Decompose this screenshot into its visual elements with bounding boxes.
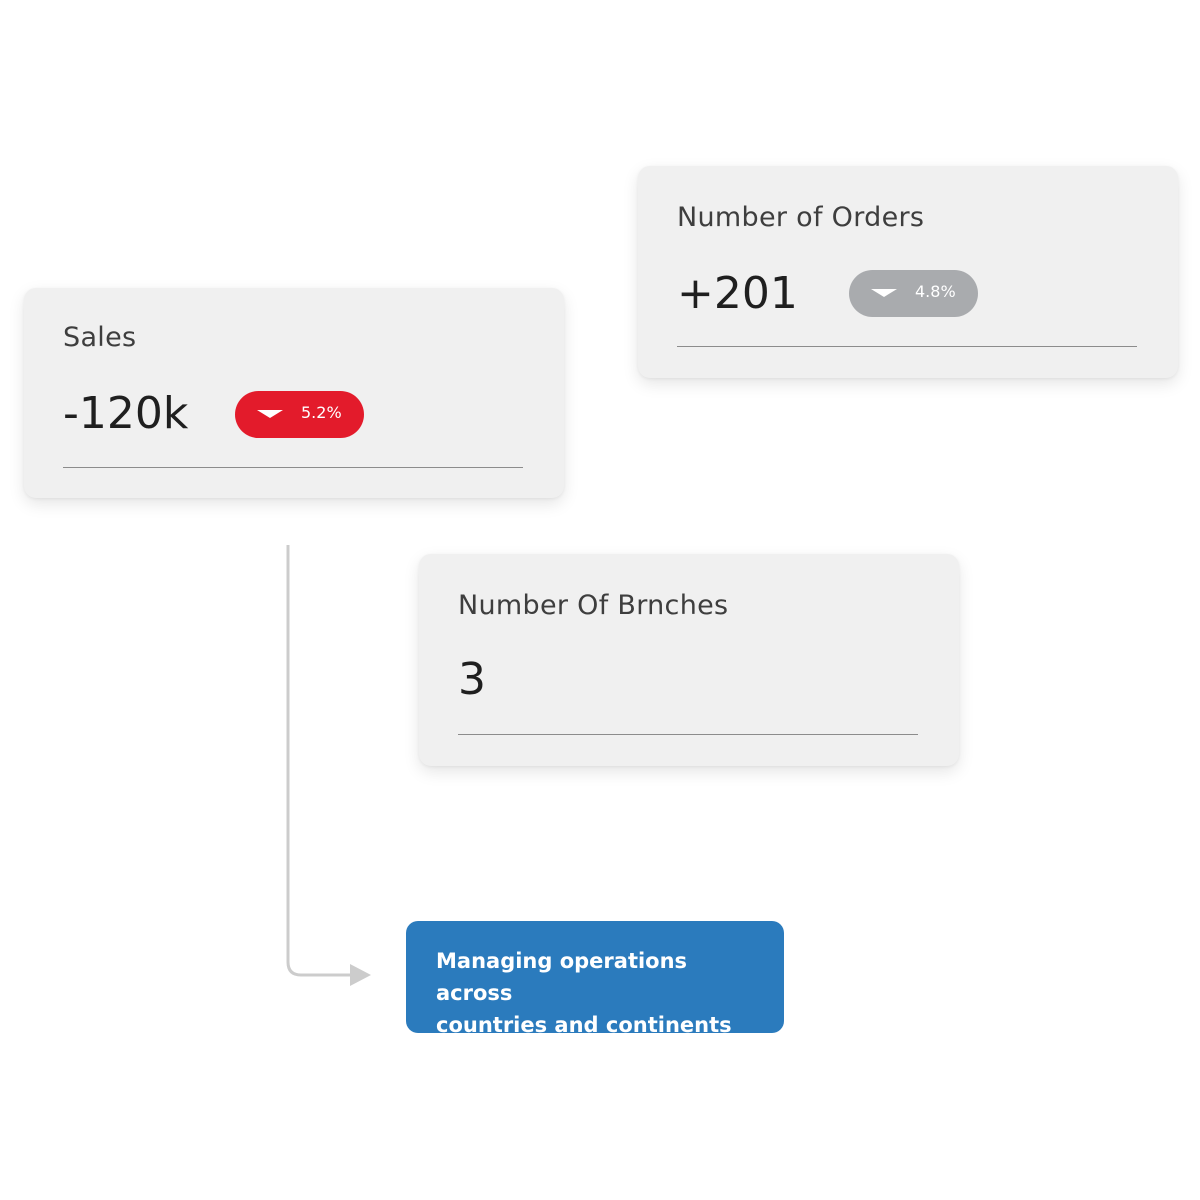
sales-change-percent: 5.2% [301,403,342,422]
orders-card-divider [677,346,1137,347]
branches-card-divider [458,734,918,735]
callout-line-1: Managing operations across [436,949,688,1005]
orders-stat-card: Number of Orders +201 4.8% [638,166,1178,378]
branches-card-value: 3 [458,654,486,705]
sales-card-title: Sales [63,322,137,353]
branches-card-title: Number Of Brnches [458,590,729,621]
sales-stat-card: Sales -120k 5.2% [24,288,564,498]
sales-card-value: -120k [63,388,189,439]
branches-stat-card: Number Of Brnches 3 [419,554,959,766]
callout-line-2: countries and continents [436,1013,732,1037]
orders-card-title: Number of Orders [677,202,925,233]
orders-change-percent: 4.8% [915,282,956,301]
connector-line [286,545,352,977]
info-callout: Managing operations across countries and… [406,921,784,1037]
sales-card-divider [63,467,523,468]
orders-card-value: +201 [677,268,798,319]
caret-down-icon [257,410,283,418]
caret-down-icon [871,289,897,297]
orders-change-badge: 4.8% [849,270,978,317]
sales-change-badge: 5.2% [235,391,364,438]
arrowhead-icon [350,964,371,986]
